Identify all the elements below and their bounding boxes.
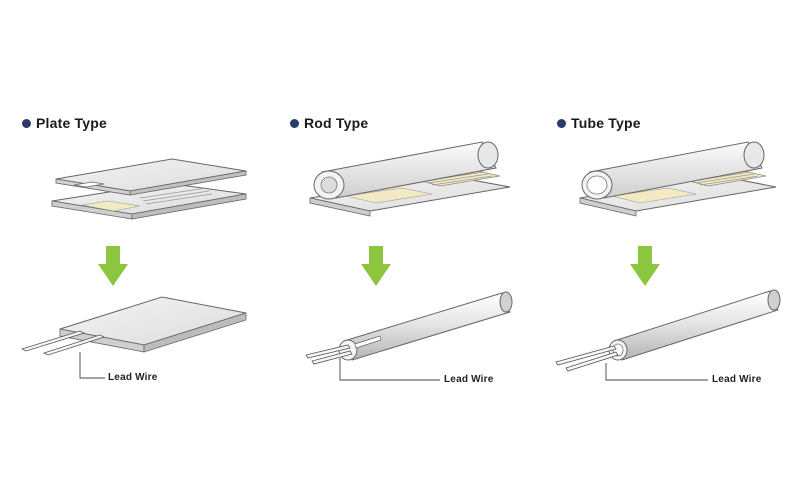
tube-rolling-assembly — [579, 141, 777, 217]
rod-lead-wire-1 — [305, 344, 351, 359]
rod-cylinder-far-end — [499, 291, 513, 313]
tube-element-pad — [611, 187, 697, 204]
bullet-dot-icon — [557, 118, 566, 128]
plate-top-side — [129, 170, 247, 196]
rod-base-edge — [309, 197, 371, 217]
panel-title-rod: Rod Type — [290, 115, 368, 131]
panel-title-plate: Plate Type — [22, 115, 107, 131]
tube-cylinder-body — [613, 290, 779, 361]
rod-inner-slot — [354, 335, 382, 349]
plate-laminate-assembly — [51, 158, 247, 220]
plate-finished-side — [143, 312, 247, 353]
down-arrow-icon — [98, 246, 128, 286]
bullet-dot-icon — [290, 118, 299, 128]
panel-title-tube: Tube Type — [557, 115, 641, 131]
rod-title-text: Rod Type — [304, 115, 369, 131]
tube-lead-wire-label: Lead Wire — [712, 374, 762, 385]
rod-lead-wire-label: Lead Wire — [444, 374, 494, 385]
plate-element-pad — [81, 200, 141, 212]
rod-finished-heater — [305, 291, 513, 381]
plate-lead-wire-1 — [20, 330, 86, 352]
tube-finished-heater — [555, 289, 781, 381]
plate-title-text: Plate Type — [36, 115, 107, 131]
tube-title-text: Tube Type — [571, 115, 641, 131]
plate-leader-line — [79, 352, 105, 379]
plate-bottom-side — [131, 193, 247, 220]
rod-element-pad — [345, 187, 433, 204]
down-arrow-icon — [630, 246, 660, 286]
rod-roll-far-end — [477, 141, 499, 169]
plate-finished-heater — [20, 296, 247, 379]
rod-roll-core — [320, 176, 338, 194]
rod-lead-wire-2 — [311, 350, 353, 365]
plate-lead-wire-label: Lead Wire — [108, 372, 158, 383]
tube-roll-hollow — [586, 175, 608, 195]
tube-lead-wire-2 — [565, 351, 619, 372]
rod-cylinder-body — [343, 292, 511, 361]
rod-leader-line — [339, 358, 440, 381]
tube-leader-line — [605, 363, 708, 381]
plate-notch — [73, 181, 105, 188]
rod-rolling-assembly — [309, 141, 511, 217]
bullet-dot-icon — [22, 118, 31, 128]
plate-circuit-trace — [139, 187, 213, 205]
plate-lead-wire-2 — [42, 334, 106, 356]
tube-roll-far-end — [743, 141, 765, 169]
tube-cylinder-far-end — [767, 289, 781, 311]
tube-base-edge — [579, 197, 637, 217]
down-arrow-icon — [361, 246, 391, 286]
tube-lead-wire-1 — [555, 345, 617, 366]
